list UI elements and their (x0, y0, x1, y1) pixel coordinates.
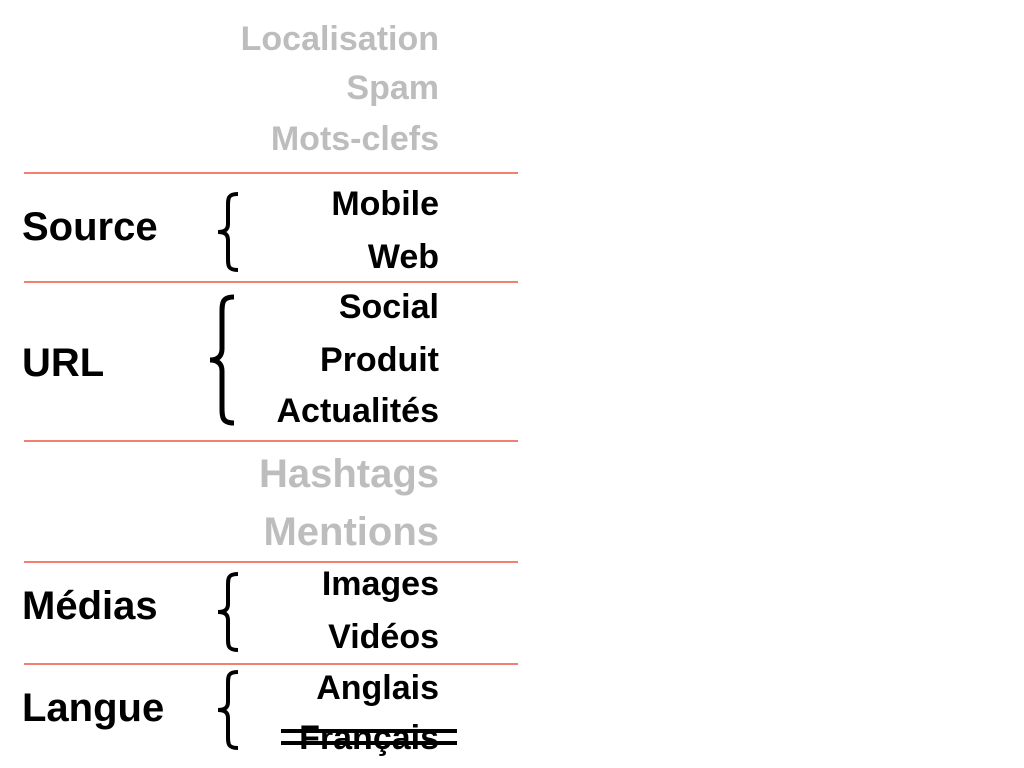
item-mobile: Mobile (331, 185, 439, 223)
brace-langue (217, 670, 239, 750)
item-spam: Spam (346, 69, 439, 107)
brace-url (209, 294, 235, 426)
divider-1 (24, 172, 518, 174)
divider-4 (24, 561, 518, 563)
category-source: Source (22, 205, 158, 249)
category-langue: Langue (22, 686, 165, 730)
item-web: Web (367, 238, 439, 276)
item-francais: Français (299, 719, 439, 757)
item-mentions: Mentions (263, 510, 439, 554)
item-anglais: Anglais (316, 669, 439, 707)
strike-line-top (281, 729, 457, 733)
item-images: Images (321, 565, 439, 603)
divider-3 (24, 440, 518, 442)
item-hashtags: Hashtags (258, 452, 439, 496)
item-videos: Vidéos (328, 618, 439, 656)
category-medias: Médias (22, 584, 158, 628)
strike-line-bottom (281, 741, 457, 745)
divider-5 (24, 663, 518, 665)
item-francais-struck: Français (281, 719, 457, 757)
category-url: URL (22, 341, 105, 385)
item-localisation: Localisation (240, 20, 439, 58)
item-mots-clefs: Mots-clefs (270, 120, 439, 158)
brace-source (217, 192, 239, 272)
item-actualites: Actualités (276, 392, 440, 430)
divider-2 (24, 281, 518, 283)
brace-medias (217, 572, 239, 652)
item-produit: Produit (320, 341, 439, 379)
item-social: Social (338, 288, 439, 326)
